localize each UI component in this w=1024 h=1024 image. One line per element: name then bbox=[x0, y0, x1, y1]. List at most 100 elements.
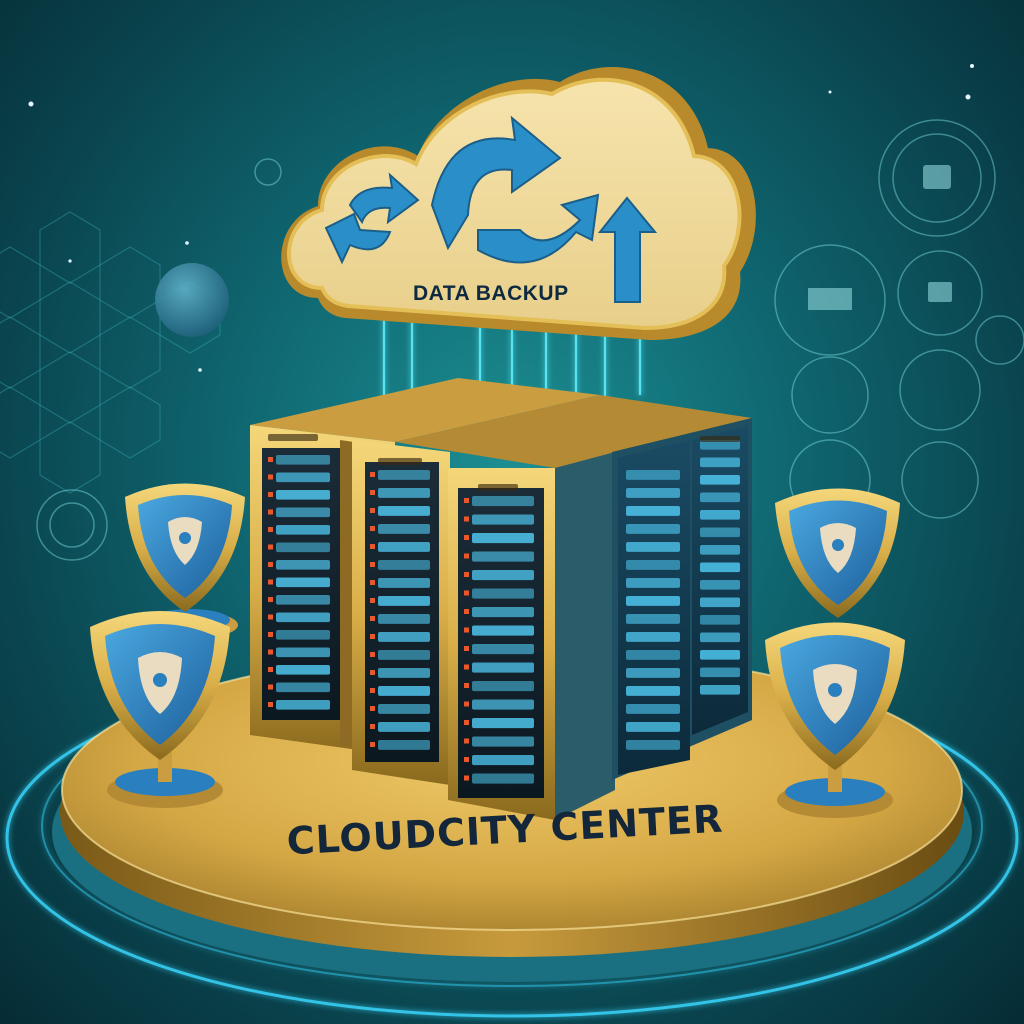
server-status-light bbox=[370, 562, 375, 567]
server-status-light bbox=[370, 580, 375, 585]
server-light-bar bbox=[700, 650, 740, 660]
server-status-light bbox=[268, 579, 273, 585]
server-light-bar bbox=[626, 488, 680, 498]
server-status-light bbox=[268, 509, 273, 515]
server-status-light bbox=[464, 590, 469, 596]
rack-label-marks bbox=[268, 434, 740, 491]
server-light-bar bbox=[276, 647, 330, 658]
server-light-bar bbox=[626, 668, 680, 678]
server-light-bar bbox=[472, 718, 534, 729]
server-light-bar bbox=[700, 597, 740, 608]
server-status-light bbox=[370, 634, 375, 639]
server-light-bar bbox=[378, 596, 430, 606]
server-status-light bbox=[370, 472, 375, 477]
server-light-bar bbox=[626, 506, 680, 516]
server-status-light bbox=[464, 498, 469, 503]
server-light-bar bbox=[276, 700, 330, 710]
server-light-bar bbox=[626, 596, 680, 606]
server-light-bar bbox=[626, 542, 680, 552]
server-light-bar bbox=[378, 614, 430, 624]
server-status-light bbox=[370, 508, 375, 513]
server-status-light bbox=[268, 527, 273, 532]
server-status-light bbox=[464, 720, 469, 725]
server-light-bar bbox=[700, 527, 740, 538]
server-status-light bbox=[464, 646, 469, 651]
server-status-light bbox=[370, 706, 375, 711]
server-light-bar bbox=[700, 545, 740, 555]
server-light-bar bbox=[276, 577, 330, 588]
server-light-bar bbox=[276, 525, 330, 535]
server-light-bar bbox=[700, 580, 740, 590]
server-light-bar bbox=[626, 470, 680, 480]
server-light-bar bbox=[378, 686, 430, 696]
server-light-bar bbox=[378, 668, 430, 678]
server-light-bar bbox=[472, 736, 534, 747]
server-status-light bbox=[268, 597, 273, 602]
server-status-light bbox=[464, 627, 469, 633]
server-status-light bbox=[464, 572, 469, 577]
server-light-bar bbox=[276, 490, 330, 500]
server-light-bar bbox=[626, 560, 680, 570]
server-light-bar bbox=[626, 578, 680, 588]
server-racks bbox=[250, 378, 752, 820]
server-light-bar bbox=[700, 615, 740, 625]
server-light-bar bbox=[626, 650, 680, 660]
server-status-light bbox=[464, 516, 469, 522]
server-status-light bbox=[464, 757, 469, 762]
server-status-light bbox=[370, 616, 375, 621]
server-light-bar bbox=[472, 699, 534, 710]
server-status-light bbox=[370, 742, 375, 747]
server-status-light bbox=[370, 544, 375, 549]
server-light-bar bbox=[626, 524, 680, 534]
server-status-light bbox=[268, 684, 273, 690]
server-light-bar bbox=[700, 685, 740, 695]
server-light-bar bbox=[700, 667, 740, 678]
server-light-bar bbox=[378, 704, 430, 714]
server-status-light bbox=[268, 562, 273, 567]
server-status-light bbox=[370, 598, 375, 603]
server-light-bar bbox=[378, 578, 430, 588]
server-light-bar bbox=[276, 630, 330, 640]
server-status-light bbox=[268, 649, 273, 655]
shield-right-bottom bbox=[765, 622, 905, 818]
server-status-light bbox=[464, 609, 469, 614]
server-light-bar bbox=[378, 524, 430, 534]
server-light-bar bbox=[472, 570, 534, 581]
server-light-bar bbox=[276, 612, 330, 623]
server-light-bar bbox=[378, 560, 430, 570]
planet-icon bbox=[155, 263, 229, 337]
server-light-bar bbox=[626, 614, 680, 624]
server-light-bar bbox=[276, 682, 330, 693]
server-light-bar bbox=[700, 632, 740, 643]
server-light-bar bbox=[626, 722, 680, 732]
server-light-bar bbox=[472, 625, 534, 636]
server-light-bar bbox=[472, 533, 534, 544]
server-light-bar bbox=[626, 740, 680, 750]
server-status-light bbox=[464, 738, 469, 744]
server-light-bar bbox=[472, 662, 534, 673]
server-status-light bbox=[370, 652, 375, 657]
server-status-light bbox=[268, 667, 273, 672]
server-status-light bbox=[464, 683, 469, 688]
server-status-light bbox=[268, 544, 273, 550]
server-light-bar bbox=[378, 722, 430, 732]
server-light-bar bbox=[276, 455, 330, 465]
server-light-bar bbox=[626, 632, 680, 642]
shield-right-top bbox=[775, 488, 900, 618]
server-light-bar bbox=[276, 472, 330, 483]
server-status-light bbox=[268, 492, 273, 497]
server-light-bar bbox=[472, 644, 534, 655]
server-light-bar bbox=[472, 551, 534, 562]
server-light-bar bbox=[626, 686, 680, 696]
server-light-bar bbox=[276, 595, 330, 605]
server-light-bar bbox=[378, 740, 430, 750]
server-light-bar bbox=[472, 588, 534, 599]
server-light-bar bbox=[700, 562, 740, 573]
server-light-bar bbox=[700, 457, 740, 468]
server-status-light bbox=[464, 553, 469, 559]
upload-arrow-icon bbox=[597, 196, 658, 303]
server-status-light bbox=[464, 664, 469, 670]
badge-icons bbox=[808, 165, 952, 310]
